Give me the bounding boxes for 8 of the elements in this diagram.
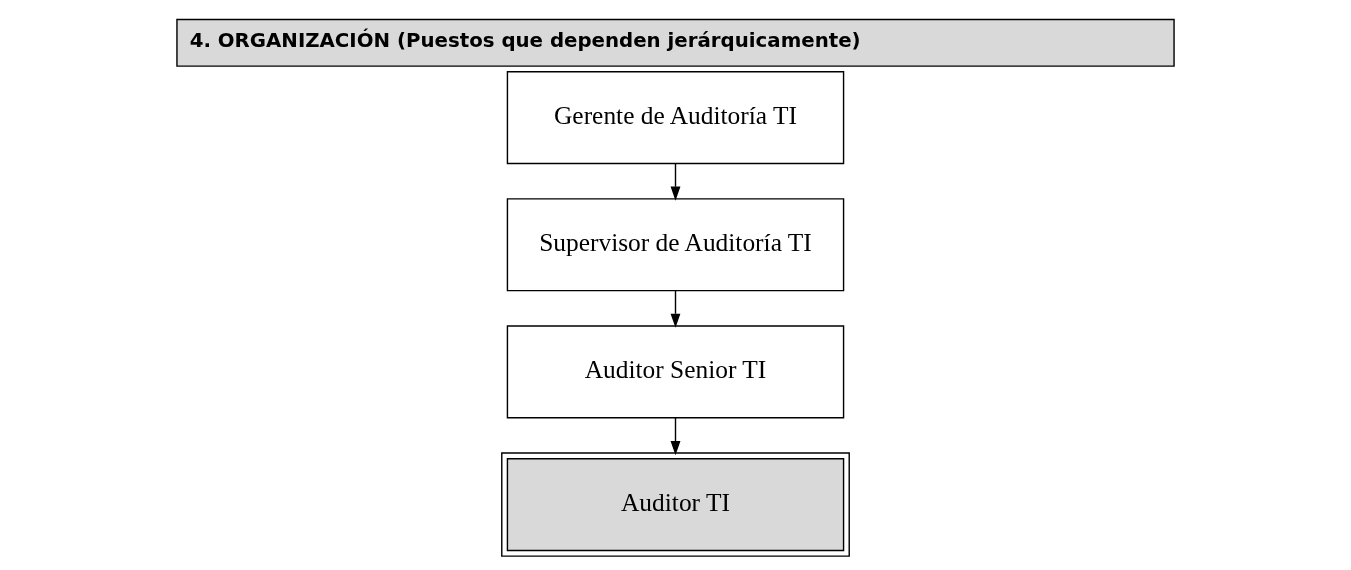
node-box: Gerente de Auditoría TI <box>506 71 845 165</box>
node-box: Auditor Senior TI <box>506 325 845 419</box>
node-box: Supervisor de Auditoría TI <box>506 198 845 292</box>
diagram-title: 4. ORGANIZACIÓN (Puestos que dependen jerárquicamente) <box>189 29 861 53</box>
arrow <box>670 417 681 456</box>
node-box: Auditor TI <box>501 452 850 557</box>
arrow <box>670 163 681 201</box>
arrow <box>670 290 681 328</box>
